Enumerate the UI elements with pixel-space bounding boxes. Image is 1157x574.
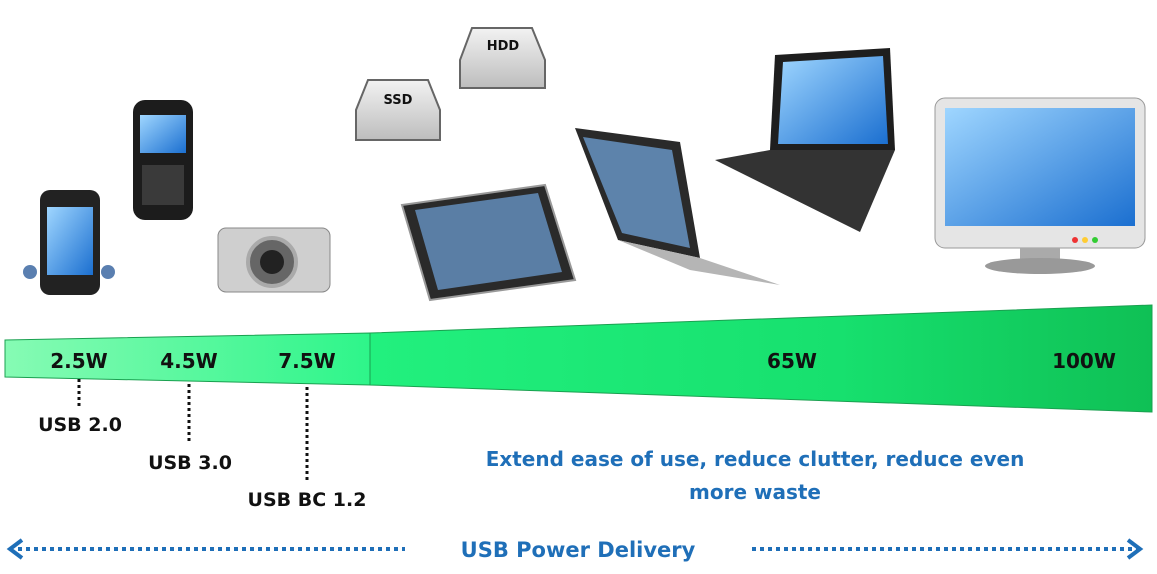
watt-label: 2.5W bbox=[50, 349, 108, 373]
usb-power-delivery-label: USB Power Delivery bbox=[461, 538, 696, 562]
hdd-icon: HDD bbox=[459, 27, 546, 89]
power-bar-high-segment bbox=[369, 304, 1153, 413]
camera-icon bbox=[217, 227, 331, 293]
watt-label: 100W bbox=[1052, 349, 1116, 373]
standard-label: USB 3.0 bbox=[148, 452, 232, 474]
ultrabook-icon bbox=[575, 128, 780, 285]
watt-label: 65W bbox=[767, 349, 817, 373]
standard-label: USB BC 1.2 bbox=[248, 489, 367, 511]
laptop-icon bbox=[715, 48, 895, 232]
ssd-label: SSD bbox=[384, 93, 413, 108]
tagline-line2: more waste bbox=[689, 480, 821, 504]
blackberry-phone-icon bbox=[133, 100, 193, 220]
arrow-right-head-icon bbox=[1126, 538, 1144, 560]
tablet-icon bbox=[400, 183, 577, 302]
tagline-line1: Extend ease of use, reduce clutter, redu… bbox=[486, 447, 1025, 471]
watt-label: 7.5W bbox=[278, 349, 336, 373]
hdd-label: HDD bbox=[487, 39, 520, 54]
arrow-left-head-icon bbox=[6, 538, 24, 560]
standard-label: USB 2.0 bbox=[38, 414, 122, 436]
watt-label: 4.5W bbox=[160, 349, 218, 373]
ssd-icon: SSD bbox=[355, 79, 441, 141]
monitor-icon bbox=[934, 97, 1146, 274]
smartphone-icon bbox=[23, 190, 115, 295]
